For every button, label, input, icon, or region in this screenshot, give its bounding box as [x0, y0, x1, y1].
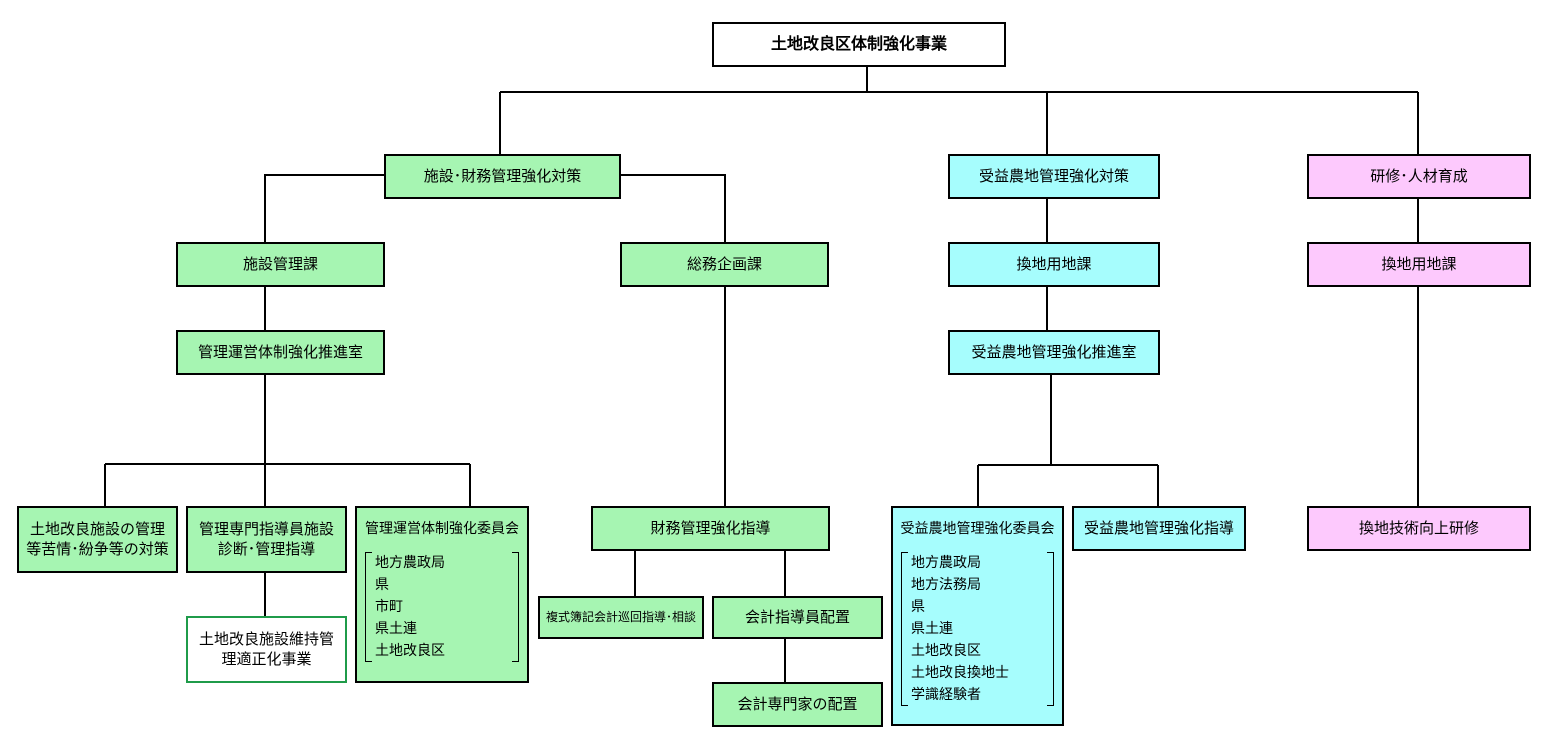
management-committee-members: 地方農政局 県 市町 県土連 土地改良区	[361, 552, 523, 663]
beneficiary-committee-members: 地方農政局 地方法務局 県 県土連 土地改良区 土地改良換地士 学識経験者	[897, 552, 1058, 707]
member-item: 県	[375, 577, 389, 594]
member-item: 土地改良換地士	[911, 665, 1009, 682]
accounting-instructor-placement: 会計指導員配置	[712, 596, 883, 639]
member-item: 地方法務局	[911, 577, 981, 594]
beneficiary-committee: 受益農地管理強化委員会 地方農政局 地方法務局 県 県土連 土地改良区 土地改良…	[891, 506, 1064, 726]
land-replotting-section-2: 換地用地課	[948, 242, 1160, 287]
financial-management-guidance: 財務管理強化指導	[591, 506, 830, 551]
maintenance-optimization-project: 土地改良施設維持管理適正化事業	[186, 616, 347, 683]
member-item: 地方農政局	[375, 555, 445, 572]
accounting-expert-placement: 会計専門家の配置	[712, 682, 883, 727]
beneficiary-guidance: 受益農地管理強化指導	[1072, 506, 1246, 551]
branch-facility-finance: 施設･財務管理強化対策	[384, 154, 621, 199]
management-committee-title: 管理運営体制強化委員会	[365, 521, 519, 537]
member-item: 土地改良区	[375, 643, 445, 660]
land-replotting-section-3: 換地用地課	[1307, 242, 1531, 287]
management-promotion-room: 管理運営体制強化推進室	[176, 330, 385, 375]
complaint-dispute-measures: 土地改良施設の管理等苦情･紛争等の対策	[17, 506, 178, 573]
beneficiary-committee-title: 受益農地管理強化委員会	[900, 521, 1055, 537]
bookkeeping-tour-guidance: 複式簿記会計巡回指導･相談	[538, 596, 704, 639]
facility-management-section: 施設管理課	[176, 242, 385, 287]
branch-beneficiary-land: 受益農地管理強化対策	[948, 154, 1160, 199]
member-item: 土地改良区	[911, 643, 981, 660]
facility-diagnosis-guidance: 管理専門指導員施設診断･管理指導	[186, 506, 347, 573]
member-item: 市町	[375, 599, 403, 616]
member-item: 県土連	[911, 621, 953, 638]
member-item: 学識経験者	[911, 687, 981, 704]
root-box: 土地改良区体制強化事業	[712, 22, 1006, 67]
management-committee: 管理運営体制強化委員会 地方農政局 県 市町 県土連 土地改良区	[355, 506, 529, 683]
replotting-skill-training: 換地技術向上研修	[1307, 506, 1531, 551]
general-affairs-section: 総務企画課	[620, 242, 829, 287]
beneficiary-promotion-room: 受益農地管理強化推進室	[948, 330, 1160, 375]
member-item: 地方農政局	[911, 555, 981, 572]
branch-training: 研修･人材育成	[1307, 154, 1531, 199]
member-item: 県	[911, 599, 925, 616]
member-item: 県土連	[375, 621, 417, 638]
